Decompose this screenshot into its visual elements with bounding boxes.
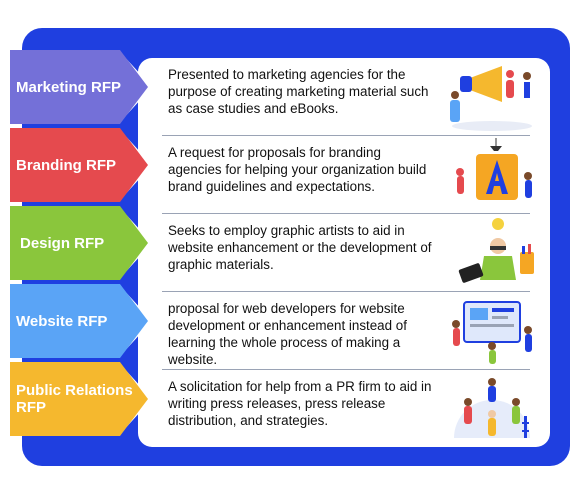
rfp-row-public-relations: A solicitation for help from a PR firm t… (138, 370, 550, 448)
tag-website-rfp: Website RFP (10, 282, 156, 360)
tag-marketing-rfp: Marketing RFP (10, 48, 156, 126)
tag-label: Design RFP (20, 234, 105, 252)
web-developers-illustration-icon (452, 301, 532, 364)
tag-label: Marketing RFP (16, 78, 122, 96)
rfp-description: Presented to marketing agencies for the … (168, 67, 429, 116)
rfp-row-marketing: Presented to marketing agencies for the … (138, 58, 550, 136)
rfp-row-design: Seeks to employ graphic artists to aid i… (138, 214, 550, 292)
megaphone-illustration-icon (450, 66, 532, 131)
tag-design-rfp: Design RFP (10, 204, 156, 282)
rfp-description: proposal for web developers for website … (168, 301, 407, 367)
designer-illustration-icon (458, 218, 534, 283)
arrow-tag-shape (10, 128, 152, 202)
row-divider (162, 369, 530, 370)
tag-branding-rfp: Branding RFP (10, 126, 156, 204)
tag-public-relations-rfp: Public Relations RFP (10, 360, 156, 438)
tag-fill (10, 50, 148, 124)
arrow-tag-shape (10, 284, 152, 358)
row-divider (162, 135, 530, 136)
rfp-description: A request for proposals for branding age… (168, 145, 427, 194)
row-divider (162, 213, 530, 214)
row-divider (162, 291, 530, 292)
arrow-tag-shape (10, 362, 152, 436)
tag-fill (10, 128, 148, 202)
rfp-description: A solicitation for help from a PR firm t… (168, 379, 432, 428)
rfp-row-branding: A request for proposals for branding age… (138, 136, 550, 214)
tag-fill (10, 362, 148, 436)
arrow-tag-shape (10, 206, 152, 280)
rfp-row-website: proposal for web developers for website … (138, 292, 550, 370)
tag-label: Branding RFP (16, 156, 116, 174)
rfp-description: Seeks to employ graphic artists to aid i… (168, 223, 432, 272)
tag-fill (10, 284, 148, 358)
tag-label: Website RFP (16, 312, 108, 330)
tag-label: Public Relations RFP (16, 382, 133, 416)
pr-team-illustration-icon (454, 378, 530, 438)
arrow-tag-shape (10, 50, 152, 124)
letter-a-illustration-icon (456, 138, 532, 200)
tag-fill (10, 206, 148, 280)
